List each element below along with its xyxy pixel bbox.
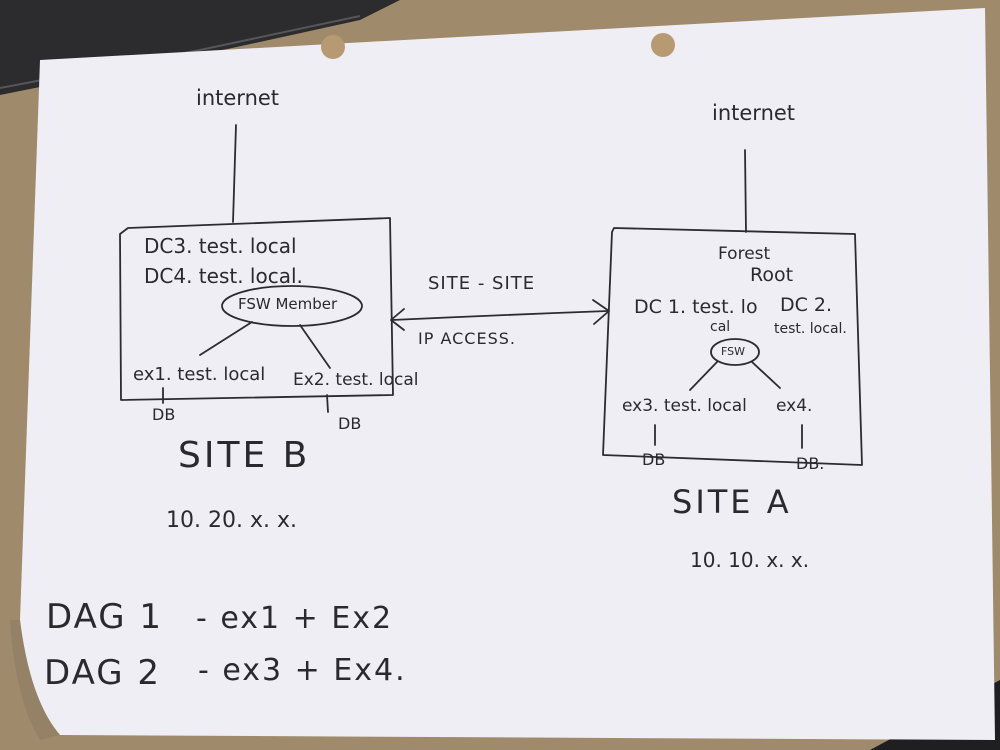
site-a-ex3-label: ex3. test. local xyxy=(622,396,747,416)
punch-hole-right xyxy=(651,33,675,57)
site-b-ex2-label: Ex2. test. local xyxy=(293,370,419,390)
site-a-root-label: Root xyxy=(750,264,794,286)
site-a-fsw-to-ex3 xyxy=(689,361,718,391)
site-b-dc4-label: DC4. test. local. xyxy=(144,264,303,288)
site-b-name: SITE B xyxy=(178,435,311,476)
site-a-ex4-label: ex4. xyxy=(776,396,813,416)
site-b-ex1-label: ex1. test. local xyxy=(133,364,266,385)
site-b-fsw-label: FSW Member xyxy=(238,295,338,313)
site-a-internet-line xyxy=(744,149,747,233)
site-a-internet-label: internet xyxy=(712,101,796,125)
site-a-forest-label: Forest xyxy=(718,244,771,264)
site-a-subnet: 10. 10. x. x. xyxy=(690,548,810,572)
site-a-name: SITE A xyxy=(672,483,792,521)
site-a-dc2-label-cont: test. local. xyxy=(774,321,847,337)
site-b-fsw-to-ex2 xyxy=(299,324,331,369)
site-b-box xyxy=(119,217,394,401)
site-b-internet-line xyxy=(232,124,237,223)
site-a-db-right: DB. xyxy=(796,454,825,473)
paper-sheet xyxy=(20,8,995,740)
site-b-dc3-label: DC3. test. local xyxy=(144,234,297,258)
site-a-box xyxy=(602,227,863,466)
dag-2-members: - ex3 + Ex4. xyxy=(198,653,407,688)
site-link-label-top: SITE - SITE xyxy=(428,273,536,294)
site-a-dc1-label-cont: cal xyxy=(710,319,731,335)
punch-hole-left xyxy=(321,35,345,59)
site-b-internet-label: internet xyxy=(196,86,280,110)
arrow-head-left xyxy=(390,308,405,331)
site-to-site-arrow xyxy=(391,310,609,321)
site-a-fsw-to-ex4 xyxy=(751,361,781,389)
site-b-db-right: DB xyxy=(338,414,362,433)
site-b-fsw-to-ex1 xyxy=(199,321,253,356)
site-a-dc1-label: DC 1. test. lo xyxy=(634,296,758,318)
dag-1-name: DAG 1 xyxy=(46,597,164,637)
dag-1-members: - ex1 + Ex2 xyxy=(196,601,394,636)
site-link-label-bottom: IP ACCESS. xyxy=(418,329,516,348)
site-a-dc2-label: DC 2. xyxy=(780,294,833,316)
site-b-ex2-db-tick xyxy=(326,394,329,413)
site-a-db-left: DB xyxy=(642,450,666,469)
site-b-subnet: 10. 20. x. x. xyxy=(166,508,297,533)
dag-2-name: DAG 2 xyxy=(44,653,162,693)
site-a-fsw-label: FSW xyxy=(721,345,745,358)
site-a-fsw-ellipse xyxy=(710,338,760,366)
paper-shadow xyxy=(10,620,60,740)
site-b-db-left: DB xyxy=(152,405,176,424)
site-b-fsw-ellipse xyxy=(221,285,363,327)
